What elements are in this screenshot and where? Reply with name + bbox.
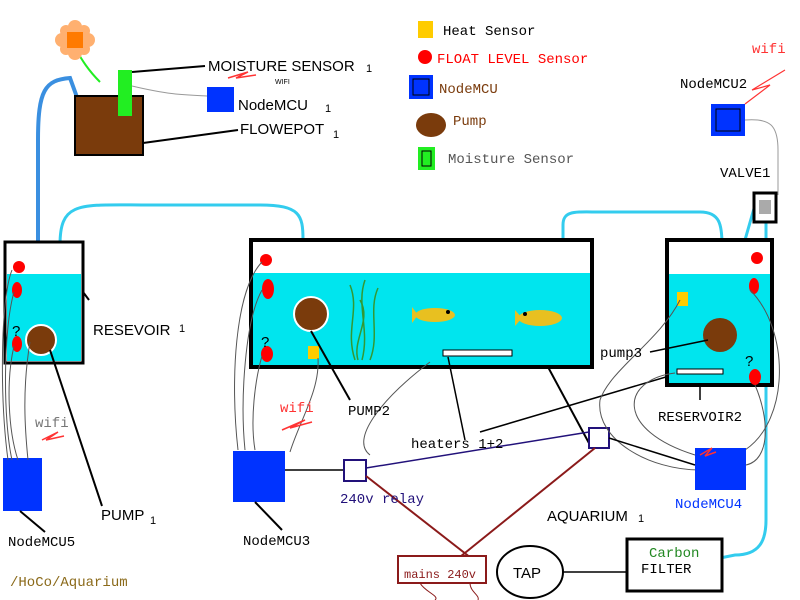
moisture-sensor-1-sub: 1 (366, 63, 372, 75)
aquarium-1-label: AQUARIUM (547, 508, 628, 525)
carbon-filter (625, 537, 724, 593)
reservoir-2-wires (599, 289, 780, 471)
pump-swatch (416, 113, 446, 137)
nodemcu-5-box (3, 458, 42, 511)
legend (409, 21, 446, 170)
fish-icon (515, 310, 562, 326)
pump-3-label: pump3 (600, 346, 642, 362)
reservoir-1-label: RESEVOIR (93, 322, 171, 339)
project-label: /HoCo/Aquarium (10, 575, 128, 591)
question-mark: ? (12, 323, 20, 340)
float-sensor (749, 369, 761, 385)
nodemcu-2-label: NodeMCU2 (680, 77, 747, 93)
nodemcu-2-group (711, 69, 786, 224)
tap-label: TAP (513, 565, 541, 582)
pump-3 (703, 318, 737, 352)
float-sensor (261, 346, 273, 362)
flower-icon (55, 20, 95, 60)
flowerpot-group (55, 20, 257, 156)
nodemcu-3-label: NodeMCU3 (243, 534, 310, 550)
reservoir-2 (649, 238, 774, 400)
pump-1-sub: 1 (150, 515, 156, 527)
nodemcu-1-label: NodeMCU (238, 97, 308, 114)
wifi-label-5: wifi (35, 416, 69, 432)
nodemcu-5-label: NodeMCU5 (8, 535, 75, 551)
float-sensor (12, 282, 22, 298)
heat-sensor (308, 346, 319, 359)
float-sensor (13, 261, 25, 273)
reservoir-1-wires (1, 269, 31, 461)
float-sensor (749, 278, 759, 294)
carbon-label: Carbon (649, 546, 699, 562)
aquarium-1-sub: 1 (638, 513, 644, 525)
relay-1 (343, 459, 367, 482)
pump-2 (293, 296, 329, 332)
fish-icon (412, 307, 455, 323)
float-sensor (12, 336, 22, 352)
flowerpot-1-label: FLOWEPOT (240, 121, 324, 138)
heat-sensor (677, 292, 688, 306)
legend-heat-sensor-label: Heat Sensor (443, 24, 535, 40)
flowerpot (74, 95, 144, 156)
heat-sensor-swatch (418, 21, 433, 38)
wifi-signal-icon-3 (281, 419, 313, 431)
filter-label: FILTER (641, 562, 692, 578)
float-level-swatch (418, 50, 432, 64)
moisture-sensor-probe (118, 70, 132, 116)
legend-pump-label: Pump (453, 114, 487, 130)
question-mark: ? (261, 334, 269, 351)
moisture-sensor-1-label: MOISTURE SENSOR (208, 58, 355, 75)
reservoir-2-label: RESERVOIR2 (658, 410, 742, 426)
wifi-signal-icon (227, 71, 257, 79)
relay-2 (588, 427, 610, 449)
question-mark: ? (745, 353, 753, 370)
moisture-sensor-swatch (418, 147, 435, 170)
heaters-label: heaters 1+2 (411, 437, 503, 453)
heater (676, 368, 724, 375)
wifi-signal-icon-5 (41, 431, 65, 441)
reservoir-1-sub: 1 (179, 323, 185, 335)
aquarium-wires (234, 261, 431, 456)
relay-label: 240v relay (340, 492, 424, 508)
nodemcu-3-box (233, 451, 285, 502)
legend-moisture-label: Moisture Sensor (448, 152, 574, 168)
nodemcu-1-sub: 1 (325, 103, 331, 115)
wifi-small-label: WIFI (275, 79, 290, 86)
wifi-signal-icon-4 (699, 447, 717, 457)
wifi-signal-icon-2 (744, 69, 786, 105)
legend-float-level-label: FLOAT LEVEL Sensor (437, 52, 588, 68)
mains-240v-label: mains 240v (404, 568, 476, 582)
aquarium (249, 238, 677, 446)
float-sensor (751, 252, 763, 264)
mains-240v-box (397, 555, 487, 584)
aquarium-plant (349, 279, 379, 361)
nodemcu-1-box (207, 87, 234, 112)
pump-1 (25, 324, 57, 356)
heater (442, 349, 513, 357)
reservoir-1 (3, 240, 103, 507)
legend-nodemcu-label: NodeMCU (439, 82, 498, 98)
wifi-label-3: wifi (280, 401, 314, 417)
float-sensor (262, 279, 274, 299)
pump-2-label: PUMP2 (348, 404, 390, 420)
nodemcu-4-box (695, 448, 746, 490)
nodemcu-4-label: NodeMCU4 (675, 497, 742, 513)
flowerpot-1-sub: 1 (333, 129, 339, 141)
float-sensor (260, 254, 272, 266)
wifi-label-2: wifi (752, 42, 786, 58)
pump-1-label: PUMP (101, 507, 144, 524)
valve-1-label: VALVE1 (720, 166, 770, 182)
pot-feed-pipe (36, 75, 80, 245)
